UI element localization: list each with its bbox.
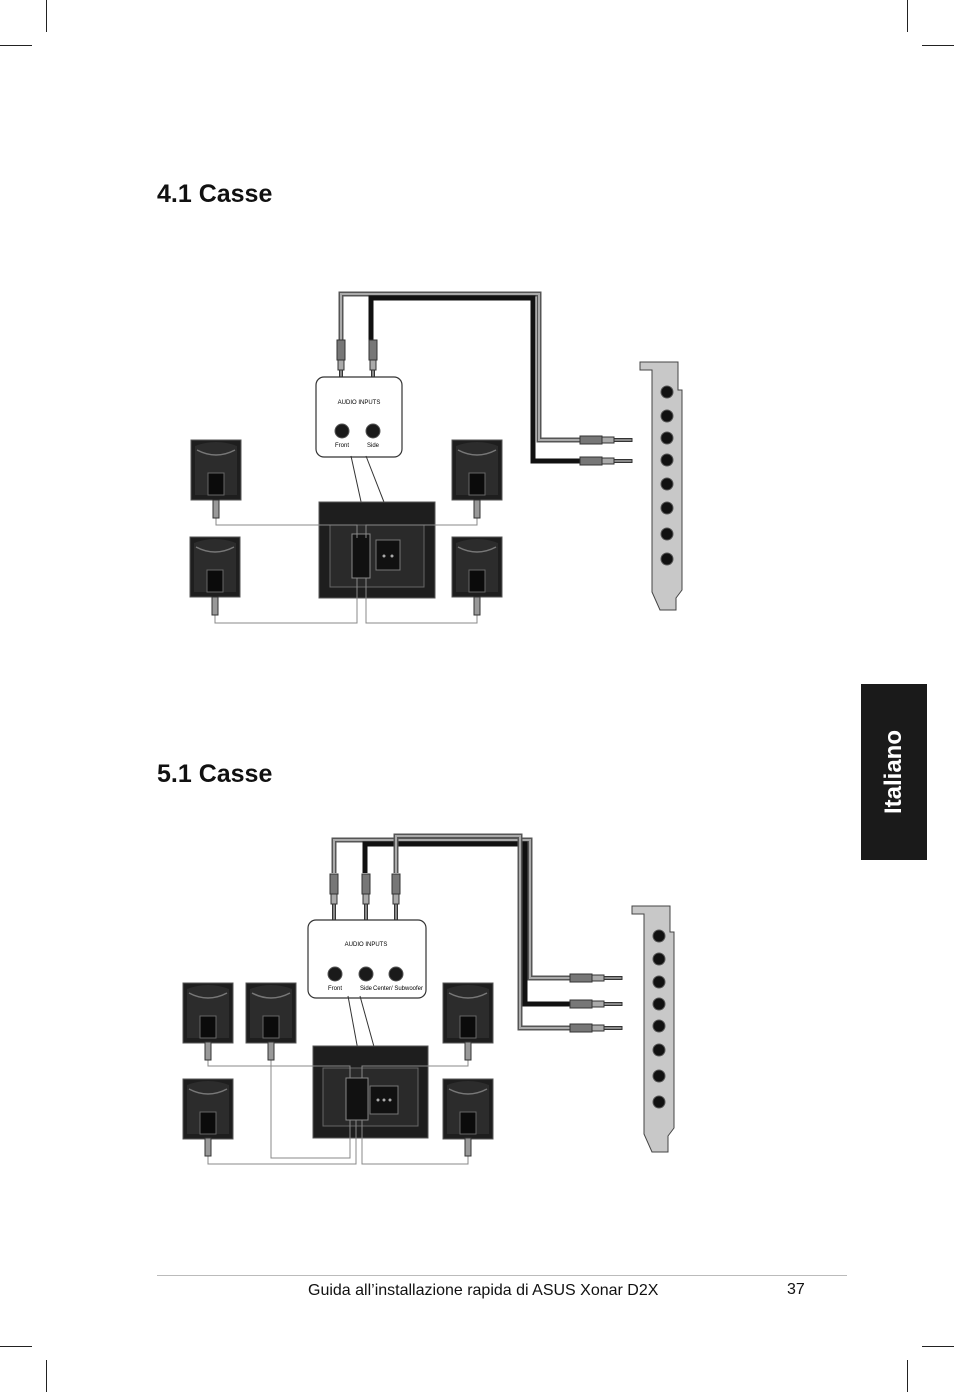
- footer-divider: [157, 1275, 847, 1276]
- crop-mark: [46, 0, 47, 32]
- crop-mark: [922, 45, 954, 46]
- footer-text: Guida all’installazione rapida di ASUS X…: [308, 1282, 659, 1299]
- subwoofer: [318, 501, 436, 599]
- speaker-front-right: [442, 982, 494, 1044]
- speaker-center: [245, 982, 297, 1044]
- audio-inputs-label: AUDIO INPUTS: [345, 942, 388, 948]
- diagram-4-1-speakers: AUDIO INPUTS Front Side: [189, 291, 683, 624]
- card-center-plug: [569, 1023, 623, 1033]
- speaker-front-left: [190, 439, 242, 501]
- subwoofer: [312, 1045, 429, 1139]
- center-port-label: Center/ Subwoofer: [373, 986, 423, 992]
- side-port-label: Side: [360, 986, 373, 992]
- crop-mark: [0, 1346, 32, 1347]
- language-tab-label: Italiano: [880, 729, 907, 815]
- card-side-plug: [579, 456, 633, 466]
- speaker-side-left: [182, 1078, 234, 1140]
- speaker-side-left: [189, 536, 241, 598]
- section-heading-4-1: 4.1 Casse: [157, 180, 273, 208]
- side-jack: [361, 873, 371, 921]
- card-front-plug: [569, 973, 623, 983]
- card-side-plug: [569, 999, 623, 1009]
- front-port-label: Front: [335, 443, 349, 449]
- speaker-front-right: [451, 439, 503, 501]
- page-number: 37: [787, 1281, 805, 1298]
- audio-inputs-panel: [315, 376, 403, 458]
- crop-mark: [922, 1346, 954, 1347]
- center-jack: [391, 873, 401, 921]
- sound-card: [639, 361, 683, 611]
- speaker-side-right: [451, 536, 503, 598]
- speaker-front-left: [182, 982, 234, 1044]
- crop-mark: [0, 45, 32, 46]
- crop-mark: [46, 1360, 47, 1392]
- speaker-side-right: [442, 1078, 494, 1140]
- audio-inputs-label: AUDIO INPUTS: [338, 400, 381, 406]
- crop-mark: [907, 1360, 908, 1392]
- crop-mark: [907, 0, 908, 32]
- front-jack: [329, 873, 339, 921]
- sound-card: [631, 905, 675, 1153]
- language-tab: Italiano: [861, 684, 927, 860]
- card-front-plug: [579, 435, 633, 445]
- section-heading-5-1: 5.1 Casse: [157, 760, 273, 788]
- diagram-5-1-speakers: AUDIO INPUTS Front Side Center/ Subwoofe…: [182, 833, 675, 1165]
- front-port-label: Front: [328, 986, 342, 992]
- side-port-label: Side: [367, 443, 380, 449]
